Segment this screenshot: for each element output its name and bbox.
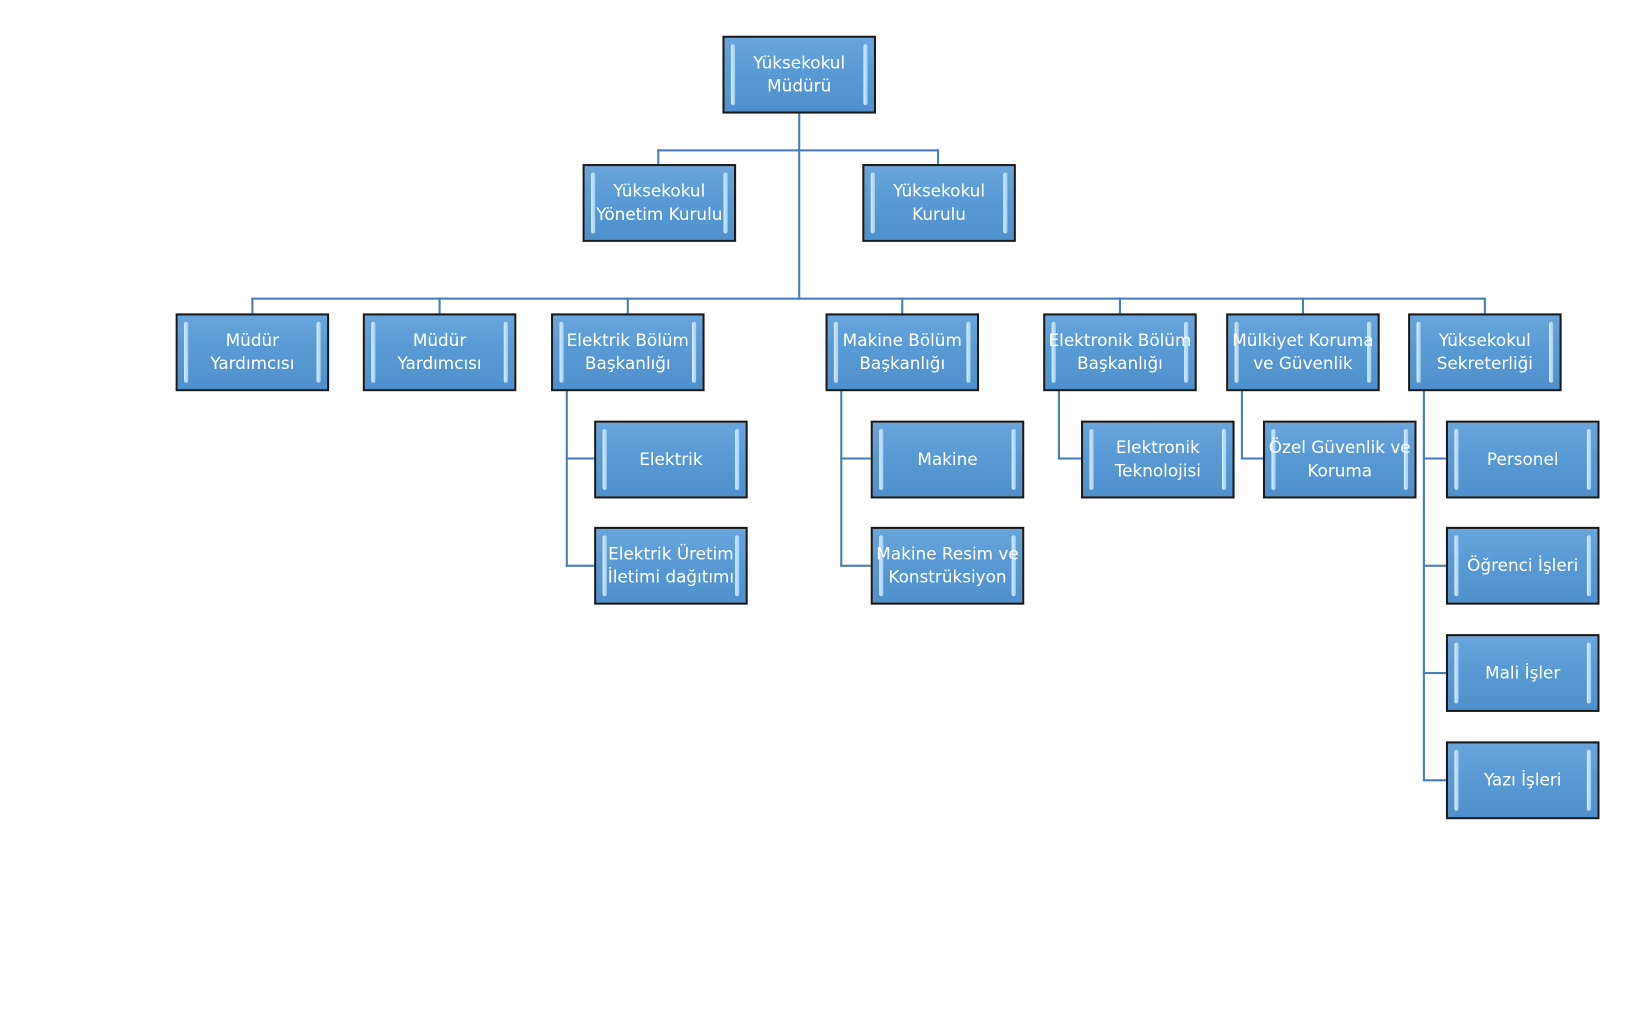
connector [1240,457,1263,460]
node-label: Yüksekokul Yönetim Kurulu [596,180,723,224]
node-label: Makine [917,449,978,470]
connector [798,112,801,300]
connector [901,297,904,314]
node-label: Personel [1486,449,1559,470]
connector [1422,390,1425,782]
node-sub[interactable]: Özel Güvenlik ve Koruma [1262,420,1417,499]
node-sub[interactable]: Elektrik Üretim İletimi dağıtımı [594,526,748,605]
node-label: Yüksekokul Sekreterliği [1436,330,1533,374]
node-unit[interactable]: Müdür Yardımcısı [362,313,517,392]
connector [1483,297,1486,314]
node-advisory[interactable]: Yüksekokul Kurulu [862,164,1016,242]
connector [1422,457,1446,460]
node-unit[interactable]: Müdür Yardımcısı [175,313,330,392]
node-sub[interactable]: Makine [870,420,1025,499]
node-label: Yüksekokul Kurulu [893,180,986,224]
connector [840,390,843,567]
connector [565,457,595,460]
node-label: Elektrik [639,449,703,470]
connector [840,457,871,460]
connector [1422,779,1446,782]
node-unit[interactable]: Elektrik Bölüm Başkanlığı [551,313,705,392]
connector [565,564,595,567]
node-unit[interactable]: Elektronik Bölüm Başkanlığı [1043,313,1197,392]
node-label: Elektrik Bölüm Başkanlığı [566,330,689,374]
node-sub[interactable]: Öğrenci İşleri [1445,526,1600,605]
connector [438,297,441,314]
node-sub[interactable]: Yazı İşleri [1445,741,1600,820]
connector [1301,297,1304,314]
node-label: Mali İşler [1485,662,1561,683]
connector [1057,457,1082,460]
connector [1422,671,1446,675]
node-label: Yüksekokul Müdürü [753,52,846,96]
node-label: Elektronik Teknolojisi [1114,437,1201,481]
connector [251,297,1486,300]
connector [657,149,660,165]
node-label: Elektronik Bölüm Başkanlığı [1048,330,1192,374]
node-label: Makine Resim ve Konstrüksiyon [876,543,1019,587]
node-label: Özel Güvenlik ve Koruma [1268,437,1411,481]
connector [1422,564,1446,567]
node-advisory[interactable]: Yüksekokul Yönetim Kurulu [582,164,737,242]
connector [1240,390,1243,460]
node-root[interactable]: Yüksekokul Müdürü [722,35,876,114]
node-unit[interactable]: Mülkiyet Koruma ve Güvenlik [1226,313,1380,392]
connector [657,149,940,152]
node-sub[interactable]: Makine Resim ve Konstrüksiyon [870,526,1025,605]
node-unit[interactable]: Makine Bölüm Başkanlığı [825,313,980,392]
node-unit[interactable]: Yüksekokul Sekreterliği [1408,313,1562,392]
node-sub[interactable]: Elektronik Teknolojisi [1081,420,1235,499]
connector [840,564,871,567]
node-label: Müdür Yardımcısı [397,330,482,374]
connector [251,297,254,314]
connector [1057,390,1061,460]
connector [626,297,629,314]
connector [565,390,568,567]
node-label: Makine Bölüm Başkanlığı [842,330,962,374]
node-sub[interactable]: Mali İşler [1445,634,1600,712]
node-sub[interactable]: Elektrik [594,420,748,499]
node-label: Elektrik Üretim İletimi dağıtımı [607,543,735,587]
node-label: Öğrenci İşleri [1467,555,1579,576]
node-label: Mülkiyet Koruma ve Güvenlik [1232,330,1374,374]
node-label: Yazı İşleri [1483,769,1562,790]
connector [936,149,940,165]
node-label: Müdür Yardımcısı [210,330,295,374]
node-sub[interactable]: Personel [1445,420,1600,499]
connector [1118,297,1122,314]
